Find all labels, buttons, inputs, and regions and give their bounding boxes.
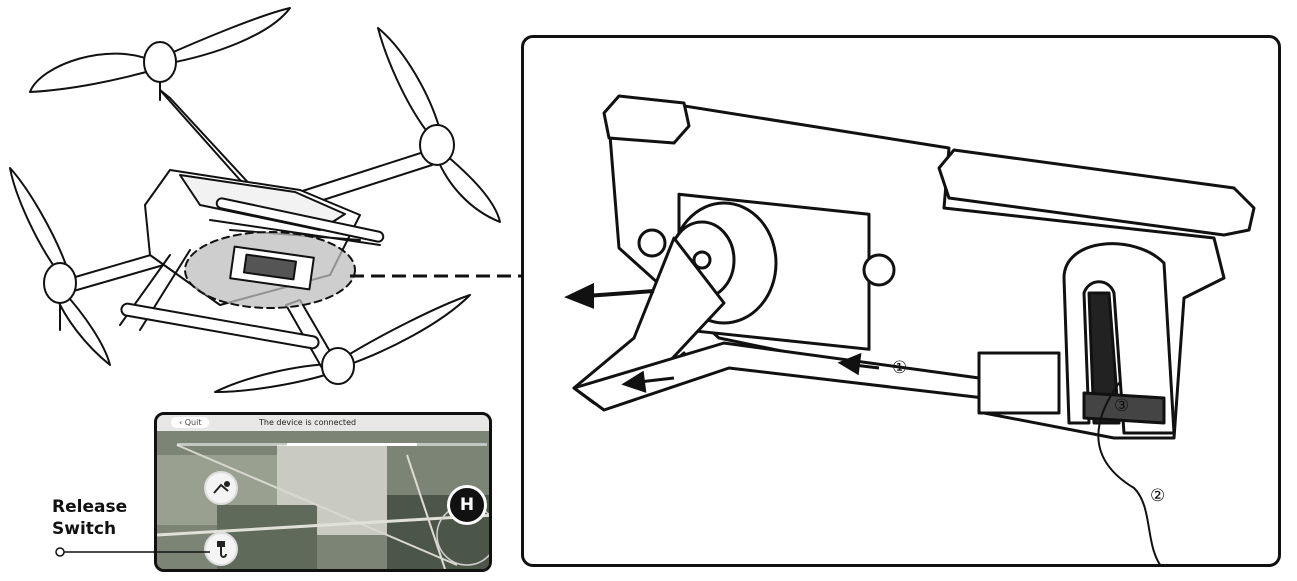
motor: [321, 347, 355, 385]
drone-mode-button[interactable]: [204, 471, 238, 505]
propeller-blade: [214, 363, 336, 393]
quit-button-label: Quit: [184, 418, 202, 427]
route-progress: [177, 437, 487, 449]
propeller-blade: [159, 7, 291, 65]
release-mechanism-detail: ① ③ ②: [521, 35, 1281, 567]
chevron-left-icon: ‹: [179, 418, 185, 427]
release-mechanism-drawing: [563, 94, 1256, 564]
step-3-label: ③: [1114, 396, 1130, 416]
drone-illustration: [9, 7, 501, 393]
app-screenshot: ‹ Quit The device is connected H: [154, 412, 492, 572]
release-switch-leader-line: [55, 547, 210, 557]
release-label-line1: Release: [52, 497, 128, 517]
propeller-blade: [9, 167, 67, 273]
home-point-button[interactable]: H: [447, 485, 487, 525]
motor: [419, 124, 455, 166]
step-1-label: ①: [892, 358, 908, 378]
step-2-label: ②: [1150, 486, 1166, 506]
release-switch-button[interactable]: [204, 532, 238, 566]
landing-skid: [215, 197, 385, 243]
dashed-connector: [350, 274, 525, 278]
propeller-blade: [29, 52, 161, 93]
release-hook-icon: [217, 541, 227, 558]
quit-button[interactable]: ‹ Quit: [171, 417, 210, 428]
motor: [43, 262, 77, 304]
propeller-blade: [55, 289, 111, 366]
connection-status: The device is connected: [259, 418, 357, 427]
propeller-blade: [436, 149, 501, 223]
release-label-line2: Switch: [52, 519, 117, 539]
landing-skid: [120, 302, 320, 350]
propeller-blade: [377, 27, 441, 139]
propeller-blade: [339, 294, 471, 367]
release-switch-label: Release Switch: [52, 496, 162, 540]
app-top-bar: ‹ Quit The device is connected: [157, 415, 489, 431]
motor: [143, 41, 177, 83]
drone-icon: [213, 481, 230, 494]
